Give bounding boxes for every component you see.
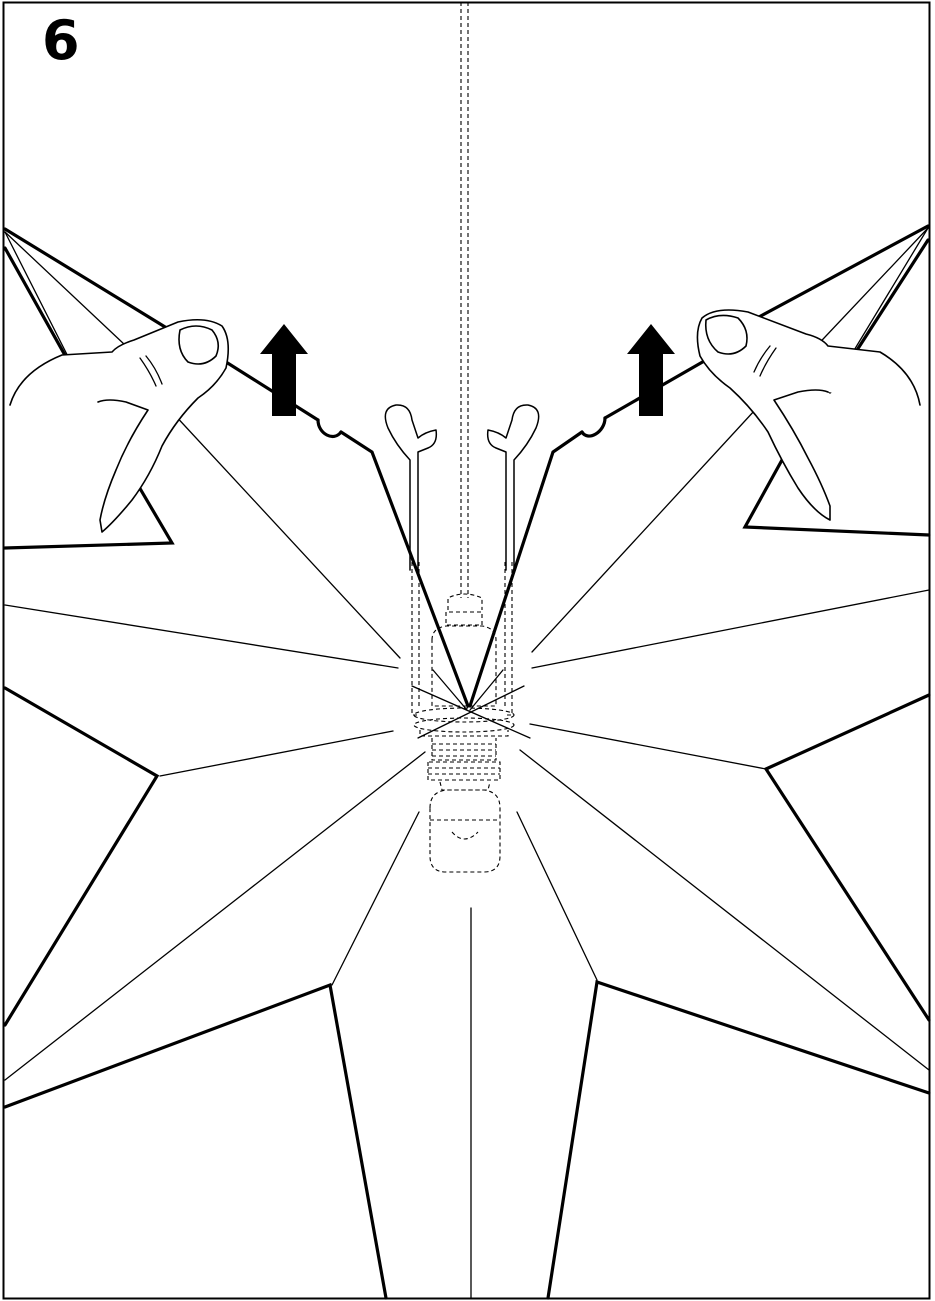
right-hand xyxy=(697,310,920,520)
arrow-up-icon xyxy=(260,324,308,416)
panel-border xyxy=(4,3,930,1299)
lamp-socket xyxy=(412,562,514,872)
step-number: 6 xyxy=(42,14,80,68)
left-hand xyxy=(10,320,228,532)
hanging-cord xyxy=(461,2,468,598)
